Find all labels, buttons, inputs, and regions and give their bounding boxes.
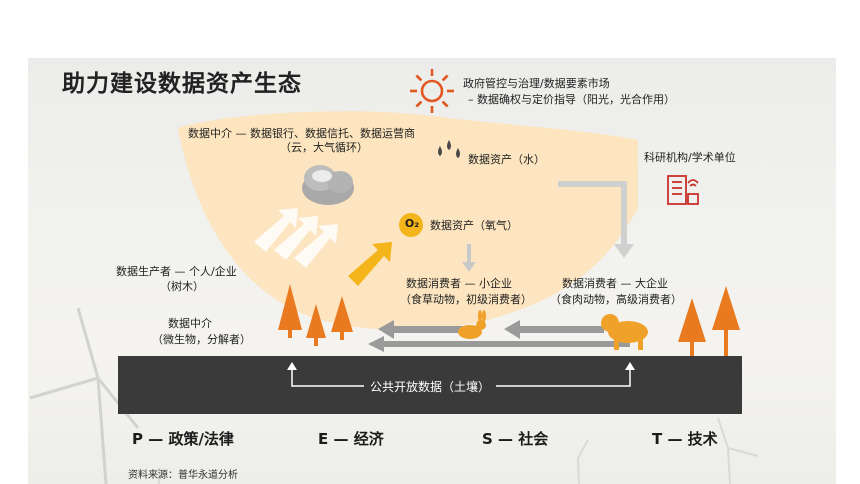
intermediary-bottom-label-line2: （微生物，分解者） — [152, 333, 251, 346]
research-label: 科研机构/学术单位 — [644, 151, 736, 164]
asset-oxygen-label: 数据资产（氧气） — [430, 219, 518, 232]
arrow-icon-soil-right — [625, 362, 635, 370]
water-drops-icon — [438, 140, 460, 158]
arrow-icon-food-chain-upper — [378, 320, 604, 339]
intermediary-top-label-line2: （云，大气循环） — [280, 141, 368, 154]
producer-label-line2: （树木） — [160, 280, 204, 293]
pest-society: S — 社会 — [482, 430, 549, 448]
arrow-icon-soil-left — [287, 362, 297, 370]
source-note: 资料来源：普华永道分析 — [128, 470, 238, 481]
government-label-line2: – 数据确权与定价指导（阳光，光合作用） — [468, 93, 675, 106]
arrow-icon-water-head — [614, 244, 634, 258]
building-icon — [667, 175, 699, 205]
sun-icon — [410, 69, 454, 113]
tree-icon-group-right — [678, 286, 740, 356]
o2-icon — [399, 213, 423, 237]
wind-turbine-right-background — [157, 417, 759, 484]
arrow-icon-oxygen-head — [462, 262, 476, 272]
consumer-small-label-line1: 数据消费者 — 小企业 — [406, 277, 512, 290]
consumer-large-label-line1: 数据消费者 — 大企业 — [562, 277, 668, 290]
pest-technology: T — 技术 — [652, 430, 718, 448]
intermediary-top-label-line1: 数据中介 — 数据银行、数据信托、数据运营商 — [188, 127, 415, 140]
producer-label-line1: 数据生产者 — 个人/企业 — [116, 265, 237, 278]
cloud-icon — [302, 165, 354, 205]
consumer-small-label-line2: （食草动物，初级消费者） — [400, 293, 532, 306]
diagram-graphics — [29, 69, 759, 484]
soil-label: 公共开放数据（土壤） — [118, 378, 742, 395]
tree-icon-group-left — [278, 284, 353, 346]
soil-layer: 公共开放数据（土壤） — [118, 356, 742, 414]
intermediary-bottom-label-line1: 数据中介 — [168, 317, 212, 330]
government-label-line1: 政府管控与治理/数据要素市场 — [463, 77, 610, 90]
pest-policy: P — 政策/法律 — [132, 430, 234, 448]
arrow-icon-evaporation — [254, 208, 338, 268]
arrow-icon-photosynthesis — [348, 242, 392, 286]
pest-economy: E — 经济 — [318, 430, 384, 448]
consumer-large-label-line2: （食肉动物，高级消费者） — [550, 293, 682, 306]
arrow-icon-food-chain-lower — [368, 336, 630, 352]
arrow-icon-water-flow — [558, 181, 627, 246]
soil-label-text: 公共开放数据（土壤） — [363, 380, 496, 394]
wind-turbine-left-background — [29, 307, 140, 484]
rabbit-icon — [458, 310, 486, 339]
bear-icon — [601, 314, 648, 350]
slide: 助力建设数据资产生态 政府管控与治理/数据要素市场 – 数据确权与定价指导（阳光… — [28, 58, 836, 484]
o2-symbol: O₂ — [404, 217, 420, 230]
asset-water-label: 数据资产（水） — [468, 153, 545, 166]
page-title: 助力建设数据资产生态 — [62, 71, 302, 97]
